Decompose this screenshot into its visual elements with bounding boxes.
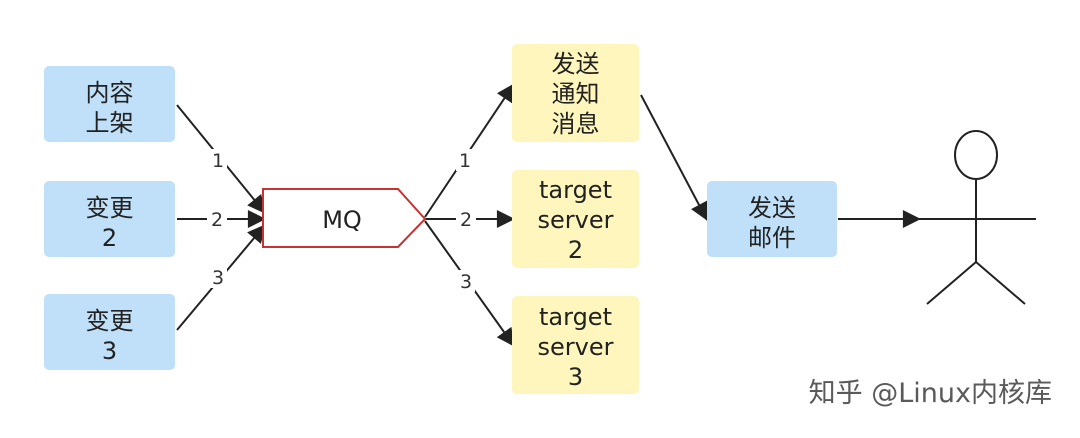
- edge-label-in-3: 3: [212, 267, 224, 289]
- email-node-line-1: 发送: [748, 194, 796, 222]
- target-node-2: target server 2: [512, 170, 639, 268]
- edge-label-out-3: 3: [460, 271, 472, 293]
- producer-node-3-line-1: 变更: [86, 307, 134, 335]
- target-node-3-line-1: target: [539, 303, 612, 331]
- edge-labels: 1 2 3 1 2 3: [207, 149, 476, 293]
- target-node-2-line-2: server: [538, 206, 614, 234]
- target-node-3: target server 3: [512, 296, 639, 394]
- producer-node-3-line-2: 3: [102, 337, 117, 365]
- producer-node-2: 变更 2: [44, 181, 175, 257]
- producer-node-1: 内容 上架: [44, 66, 175, 142]
- mq-node: MQ: [262, 188, 427, 248]
- mq-label: MQ: [322, 206, 362, 234]
- target-node-3-line-2: server: [538, 333, 614, 361]
- target-node-1-line-1: 发送: [552, 50, 600, 78]
- producer-node-2-line-1: 变更: [86, 194, 134, 222]
- watermark: 知乎 @Linux内核库: [809, 378, 1052, 409]
- email-node: 发送 邮件: [707, 181, 837, 257]
- edge-label-out-2: 2: [460, 209, 472, 231]
- target-node-2-line-1: target: [539, 176, 612, 204]
- producer-node-1-line-2: 上架: [86, 109, 134, 137]
- target-node-1-line-3: 消息: [552, 110, 600, 138]
- edge-target-1-to-email: [640, 94, 708, 221]
- target-node-3-line-3: 3: [568, 363, 583, 391]
- edge-label-in-1: 1: [212, 150, 224, 172]
- edge-label-in-2: 2: [211, 209, 223, 231]
- target-node-2-line-3: 2: [568, 236, 583, 264]
- email-node-line-2: 邮件: [748, 224, 796, 252]
- producer-node-3: 变更 3: [44, 294, 175, 370]
- stick-figure-user-icon: [916, 130, 1036, 305]
- target-node-1-line-2: 通知: [552, 80, 600, 108]
- producer-node-2-line-2: 2: [102, 224, 117, 252]
- edge-label-out-1: 1: [459, 150, 471, 172]
- target-node-1: 发送 通知 消息: [512, 44, 639, 142]
- producer-node-1-line-1: 内容: [86, 79, 134, 107]
